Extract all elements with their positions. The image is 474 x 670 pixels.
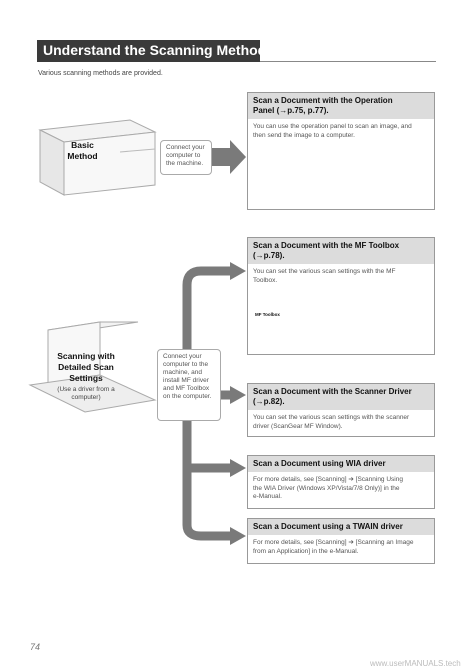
box-title: Scan a Document with the MF Toolbox (→p.… bbox=[248, 238, 434, 264]
box-title-line: Scan a Document using WIA driver bbox=[253, 459, 386, 468]
page-title: Understand the Scanning Method bbox=[43, 42, 267, 58]
basic-callout-line: the machine. bbox=[166, 160, 204, 167]
box-body-line: For more details, see [Scanning] ➔ [Scan… bbox=[253, 476, 403, 483]
box-title-line: Scan a Document with the Scanner Driver bbox=[253, 387, 412, 396]
detailed-callout-line: Connect your bbox=[163, 353, 202, 360]
detailed-callout-line: and MF Toolbox bbox=[163, 385, 210, 392]
intro-text: Various scanning methods are provided. bbox=[38, 70, 163, 77]
mf-toolbox-screen-label: MF Toolbox bbox=[255, 312, 280, 317]
basic-callout: Connect your computer to the machine. bbox=[160, 140, 212, 175]
box-body-line: For more details, see [Scanning] ➔ [Scan… bbox=[253, 539, 414, 546]
box-body-line: driver (ScanGear MF Window). bbox=[253, 422, 343, 430]
detailed-callout-line: on the computer. bbox=[163, 393, 212, 400]
arrow-basic bbox=[210, 140, 246, 174]
box-title-line: Scan a Document with the MF Toolbox bbox=[253, 241, 400, 250]
box-body-line: You can set the various scan settings wi… bbox=[253, 414, 410, 421]
detailed-callout-line: computer to the bbox=[163, 361, 209, 368]
detailed-callout-line: install MF driver bbox=[163, 377, 209, 384]
basic-machine-illustration bbox=[38, 119, 157, 196]
box-body-line: e-Manual. bbox=[253, 493, 282, 500]
box-body: For more details, see [Scanning] ➔ [Scan… bbox=[248, 472, 434, 506]
box-body-line: Toolbox. bbox=[253, 276, 278, 284]
box-body-line: then send the image to a computer. bbox=[253, 131, 355, 139]
basic-label-line2: Method bbox=[67, 151, 98, 161]
detailed-label-line2: Detailed Scan bbox=[58, 362, 114, 372]
detailed-method-label: Scanning with Detailed Scan Settings bbox=[50, 351, 122, 384]
title-rule bbox=[260, 61, 436, 62]
basic-label-line1: Basic bbox=[71, 140, 94, 150]
detailed-method-sublabel: (Use a driver from a computer) bbox=[48, 386, 124, 402]
page-number: 74 bbox=[30, 642, 41, 652]
box-title-line: (→p.78). bbox=[253, 251, 285, 260]
box-title: Scan a Document with the Scanner Driver … bbox=[248, 384, 434, 410]
method-box-scanner-driver: Scan a Document with the Scanner Driver … bbox=[247, 383, 435, 437]
box-title: Scan a Document using a TWAIN driver bbox=[248, 519, 434, 535]
detailed-sub-line1: (Use a driver from a bbox=[57, 386, 115, 393]
detailed-callout: Connect your computer to the machine, an… bbox=[157, 349, 221, 421]
method-box-wia-driver: Scan a Document using WIA driver For mor… bbox=[247, 455, 435, 509]
detailed-label-line1: Scanning with bbox=[57, 351, 115, 361]
box-body-line: You can use the operation panel to scan … bbox=[253, 123, 412, 130]
watermark: www.userMANUALS.tech bbox=[370, 659, 461, 668]
box-body: You can use the operation panel to scan … bbox=[248, 119, 434, 144]
box-title: Scan a Document using WIA driver bbox=[248, 456, 434, 472]
box-body: For more details, see [Scanning] ➔ [Scan… bbox=[248, 535, 434, 560]
detailed-callout-line: machine, and bbox=[163, 369, 203, 376]
basic-callout-line: Connect your bbox=[166, 144, 205, 151]
box-title: Scan a Document with the Operation Panel… bbox=[248, 93, 434, 119]
box-body: You can set the various scan settings wi… bbox=[248, 264, 434, 289]
box-title-line: Scan a Document with the Operation bbox=[253, 96, 393, 105]
method-box-mf-toolbox: Scan a Document with the MF Toolbox (→p.… bbox=[247, 237, 435, 355]
box-body: You can set the various scan settings wi… bbox=[248, 410, 434, 435]
basic-method-label: Basic Method bbox=[55, 140, 110, 162]
method-box-twain-driver: Scan a Document using a TWAIN driver For… bbox=[247, 518, 435, 564]
box-title-line: Scan a Document using a TWAIN driver bbox=[253, 522, 403, 531]
box-title-line: Panel (→p.75, p.77). bbox=[253, 106, 329, 115]
detailed-sub-line2: computer) bbox=[71, 394, 101, 401]
box-body-line: the WIA Driver (Windows XP/Vista/7/8 Onl… bbox=[253, 484, 400, 492]
method-box-operation-panel: Scan a Document with the Operation Panel… bbox=[247, 92, 435, 210]
box-title-line: (→p.82). bbox=[253, 397, 285, 406]
box-body-line: from an Application] in the e-Manual. bbox=[253, 547, 359, 555]
detailed-label-line3: Settings bbox=[69, 373, 103, 383]
title-bar bbox=[37, 40, 260, 62]
basic-callout-line: computer to bbox=[166, 152, 201, 159]
laptop-illustration bbox=[28, 321, 157, 413]
box-body-line: You can set the various scan settings wi… bbox=[253, 268, 396, 275]
